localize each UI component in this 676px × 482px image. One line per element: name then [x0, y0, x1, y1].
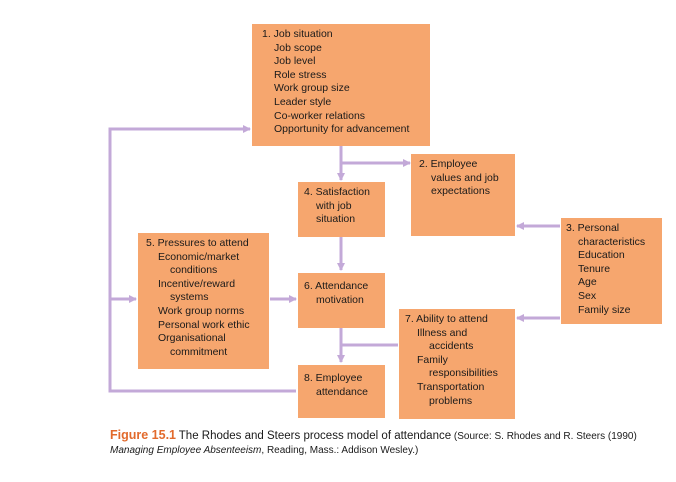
- ability-title: 7. Ability to attend: [405, 313, 488, 325]
- job-level-item: Job level: [274, 55, 316, 68]
- transportation-item: Transportation: [417, 380, 485, 393]
- leader-style-item: Leader style: [274, 95, 332, 108]
- family-size-item: Family size: [578, 303, 631, 316]
- opportunity-item: Opportunity for advancement: [274, 123, 410, 136]
- tenure-item: Tenure: [578, 262, 611, 275]
- economic-item-cont: conditions: [170, 264, 218, 277]
- figure-title: The Rhodes and Steers process model of a…: [178, 430, 452, 442]
- figure-label: Figure 15.1: [110, 428, 176, 442]
- organisational-item: Organisational: [158, 332, 226, 345]
- personal-title-line2: characteristics: [578, 235, 646, 248]
- figure-source-start: (Source: S. Rhodes and R. Steers (1990): [453, 431, 637, 442]
- work-group-size-item: Work group size: [274, 82, 350, 95]
- figure-source-book: Managing Employee Absenteeism: [110, 445, 262, 456]
- employee-values-box: 2. Employee values and job expectations: [411, 154, 515, 236]
- attendance-line2: attendance: [316, 385, 368, 398]
- employee-values-line3: expectations: [431, 185, 490, 198]
- family-item: Family: [417, 353, 448, 366]
- sex-item: Sex: [578, 289, 597, 302]
- satisfaction-line2: with job: [316, 199, 352, 212]
- personal-characteristics-box: 3. Personal characteristics Education Te…: [561, 218, 662, 324]
- education-item: Education: [578, 249, 625, 262]
- job-scope-item: Job scope: [274, 41, 322, 54]
- economic-item: Economic/market: [158, 250, 240, 263]
- incentive-item-cont: systems: [170, 291, 209, 304]
- job-situation-title: 1. Job situation: [262, 28, 333, 40]
- satisfaction-title: 4. Satisfaction: [304, 186, 370, 198]
- transportation-item-cont: problems: [429, 394, 473, 407]
- satisfaction-line3: situation: [316, 213, 356, 226]
- figure-caption: Figure 15.1 The Rhodes and Steers proces…: [110, 428, 650, 458]
- work-group-norms-item: Work group norms: [158, 304, 245, 317]
- motivation-title: 6. Attendance: [304, 280, 369, 292]
- attendance-title: 8. Employee: [304, 372, 363, 384]
- personal-title: 3. Personal: [566, 222, 620, 234]
- job-situation-box: 1. Job situation Job scope Job level Rol…: [252, 24, 430, 146]
- co-worker-relations-item: Co-worker relations: [274, 109, 366, 122]
- organisational-item-cont: commitment: [170, 345, 228, 358]
- motivation-box: 6. Attendance motivation: [298, 273, 385, 328]
- role-stress-item: Role stress: [274, 68, 327, 81]
- incentive-item: Incentive/reward: [158, 277, 236, 290]
- figure-source-end: , Reading, Mass.: Addison Wesley.): [261, 445, 419, 456]
- employee-values-title: 2. Employee: [419, 158, 478, 170]
- illness-item-cont: accidents: [429, 340, 474, 353]
- age-item: Age: [578, 276, 597, 289]
- feedback-loop-line: [108, 125, 296, 393]
- attendance-box: 8. Employee attendance: [298, 365, 385, 418]
- employee-values-line2: values and job: [431, 171, 499, 184]
- family-item-cont: responsibilities: [429, 367, 498, 380]
- satisfaction-box: 4. Satisfaction with job situation: [298, 182, 385, 237]
- work-ethic-item: Personal work ethic: [158, 318, 250, 331]
- motivation-line2: motivation: [316, 293, 364, 306]
- illness-item: Illness and: [417, 326, 468, 339]
- ability-box: 7. Ability to attend Illness and acciden…: [399, 309, 515, 419]
- pressures-box: 5. Pressures to attend Economic/market c…: [138, 233, 269, 369]
- pressures-title: 5. Pressures to attend: [146, 237, 249, 249]
